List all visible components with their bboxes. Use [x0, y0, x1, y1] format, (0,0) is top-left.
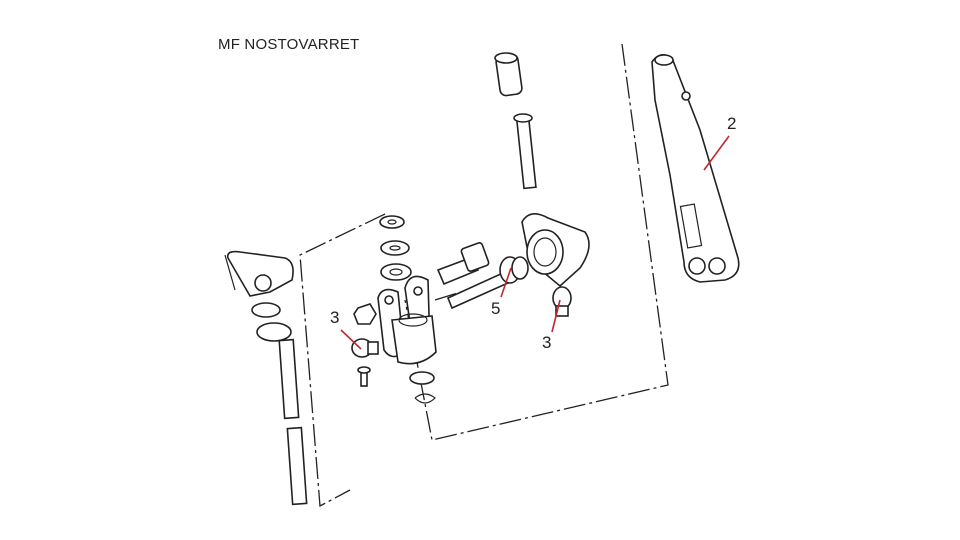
- callout-line-3-left: [340, 329, 362, 350]
- callout-line-5: [500, 267, 512, 298]
- washers-part: [379, 215, 436, 404]
- callout-line-3-right: [551, 299, 561, 333]
- top-pin-part: [494, 52, 537, 190]
- bolt-part: [436, 242, 529, 310]
- nut-part: [351, 303, 379, 387]
- callout-2: 2: [727, 114, 737, 133]
- lift-rod-part: [224, 250, 308, 506]
- callout-3-right: 3: [542, 333, 552, 352]
- housing-part: [521, 213, 590, 317]
- callout-5: 5: [491, 299, 501, 318]
- assembly-line-left: [299, 213, 386, 508]
- assembly-line-right: [404, 43, 669, 441]
- lift-arm-part: [651, 54, 740, 283]
- callout-3-left: 3: [330, 308, 340, 327]
- callout-line-2: [703, 135, 730, 171]
- clevis-part: [377, 275, 437, 365]
- diagram-title: MF NOSTOVARRET: [218, 36, 360, 53]
